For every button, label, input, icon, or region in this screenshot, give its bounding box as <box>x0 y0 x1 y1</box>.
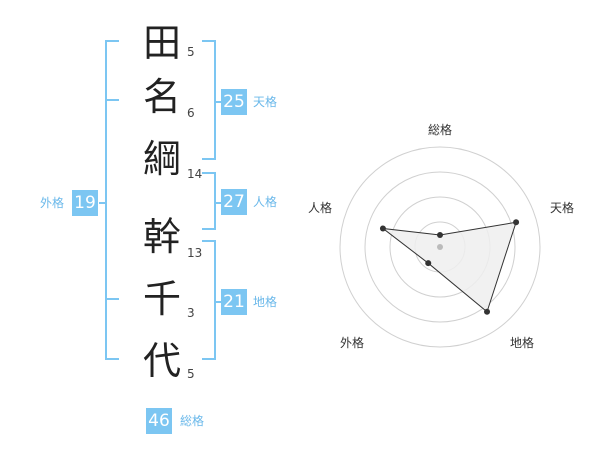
soukaku-label: 総格 <box>180 414 205 428</box>
gaikaku-bracket-top <box>105 40 119 42</box>
jinkaku-bracket-top <box>202 172 216 174</box>
stroke-count-3: 14 <box>187 167 203 181</box>
chikaku-bracket-connector <box>214 301 222 303</box>
radar-label-jinkaku: 人格 <box>308 201 333 215</box>
name-char-1: 田 <box>142 21 181 65</box>
radar-ring <box>339 146 541 348</box>
radar-point-4 <box>425 260 432 267</box>
tenkaku-bracket-bottom <box>202 158 216 160</box>
radar-label-tenkaku: 天格 <box>550 201 575 215</box>
jinkaku-bracket-connector <box>214 202 222 204</box>
stroke-count-6: 5 <box>187 367 195 381</box>
chikaku-bracket-vertical <box>214 240 216 360</box>
radar-point-5 <box>379 225 386 232</box>
tenkaku-bracket-top <box>202 40 216 42</box>
gaikaku-bracket-connector <box>99 202 106 204</box>
radar-label-chikaku: 地格 <box>510 336 535 350</box>
tenkaku-label: 天格 <box>253 95 278 109</box>
name-char-4: 幹 <box>142 215 181 259</box>
jinkaku-bracket-bottom <box>202 228 216 230</box>
name-char-6: 代 <box>142 339 181 383</box>
jinkaku-label: 人格 <box>253 195 278 209</box>
radar-label-soukaku: 総格 <box>428 123 453 137</box>
name-char-2: 名 <box>142 75 181 119</box>
chikaku-badge: 21 <box>221 289 247 315</box>
tenkaku-badge: 25 <box>221 89 247 115</box>
chikaku-bracket-bottom <box>202 358 216 360</box>
stroke-count-2: 6 <box>187 106 195 120</box>
stroke-count-4: 13 <box>187 246 203 260</box>
radar-point-2 <box>513 219 520 226</box>
stroke-count-5: 3 <box>187 306 195 320</box>
chikaku-bracket-top <box>202 240 216 242</box>
tenkaku-bracket-vertical <box>214 40 216 160</box>
soukaku-badge: 46 <box>146 408 172 434</box>
gaikaku-bracket-tick <box>105 99 119 101</box>
radar-points <box>379 219 520 315</box>
radar-center-dot <box>437 244 443 250</box>
radar-point-3 <box>484 308 491 315</box>
chikaku-label: 地格 <box>253 295 278 309</box>
radar-ring <box>364 171 516 323</box>
gaikaku-bracket-vertical <box>105 40 107 360</box>
stroke-count-1: 5 <box>187 45 195 59</box>
radar-label-gaikaku: 外格 <box>340 336 365 350</box>
jinkaku-badge: 27 <box>221 189 247 215</box>
gaikaku-bracket-bottom <box>105 358 119 360</box>
gaikaku-label: 外格 <box>40 196 65 210</box>
name-char-3: 綱 <box>142 137 181 181</box>
tenkaku-bracket-connector <box>214 101 222 103</box>
gaikaku-bracket-tick-lower <box>105 298 119 300</box>
jinkaku-bracket-vertical <box>214 172 216 230</box>
radar-point-1 <box>437 232 443 238</box>
gaikaku-badge: 19 <box>72 190 98 216</box>
name-char-5: 千 <box>142 277 181 321</box>
radar-polygon <box>381 221 517 313</box>
